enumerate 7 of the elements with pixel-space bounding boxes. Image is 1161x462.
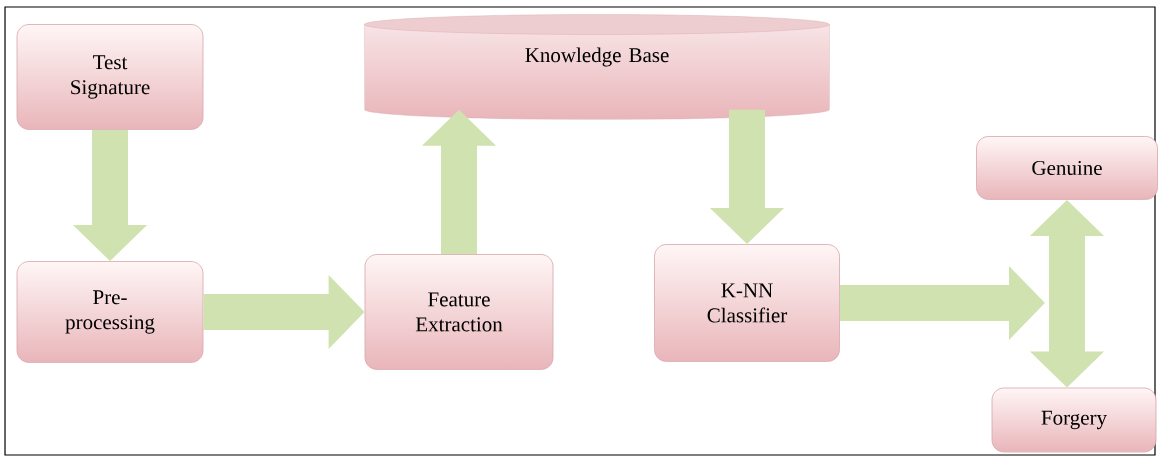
process-box: Forgery: [991, 387, 1157, 453]
process-box: K-NN Classifier: [654, 244, 840, 362]
process-box: Test Signature: [16, 24, 204, 130]
process-box: Feature Extraction: [364, 254, 554, 370]
process-box: Genuine: [976, 136, 1158, 200]
process-box: Pre-processing: [16, 261, 204, 363]
cylinder: Knowledge Base: [364, 14, 830, 120]
